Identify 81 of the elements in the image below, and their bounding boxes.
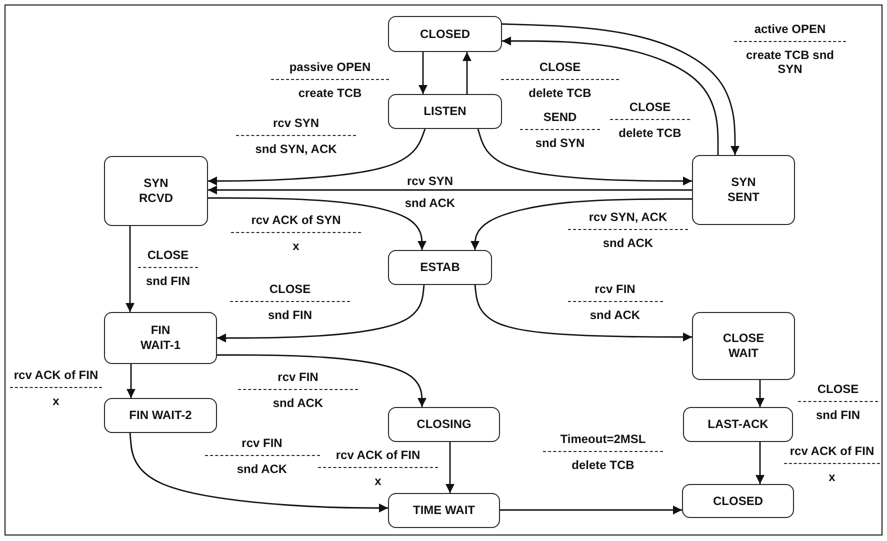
arrow xyxy=(208,186,692,194)
arrow xyxy=(418,52,428,94)
action-label: snd SYN xyxy=(535,136,585,150)
state-box xyxy=(388,493,500,528)
event-label: rcv SYN xyxy=(272,116,320,130)
state-box xyxy=(692,312,795,380)
arrow xyxy=(129,432,388,512)
arrow xyxy=(470,198,692,250)
state-box xyxy=(683,407,793,442)
event-label: rcv FIN xyxy=(242,436,282,450)
event-label: rcv ACK of SYN xyxy=(251,213,341,227)
event-label: rcv SYN, ACK xyxy=(588,210,668,224)
state-name: CLOSE WAIT xyxy=(722,331,766,361)
arrow xyxy=(217,284,425,342)
state-name: FIN WAIT-2 xyxy=(129,408,192,423)
event-label: rcv SYN xyxy=(406,174,454,188)
state-name: CLOSED xyxy=(420,26,470,42)
arrow xyxy=(217,354,426,407)
event-label: SEND xyxy=(543,110,577,124)
action-label: x xyxy=(828,470,836,484)
state-box xyxy=(104,156,208,226)
arrow xyxy=(208,197,426,250)
state-box xyxy=(104,312,217,364)
action-label: x xyxy=(52,394,60,408)
state-name: LAST-ACK xyxy=(708,417,768,432)
event-label: CLOSE xyxy=(817,382,859,396)
action-label: snd ACK xyxy=(590,308,640,322)
action-label: snd ACK xyxy=(236,462,288,476)
arrow xyxy=(126,364,136,398)
event-label: CLOSE xyxy=(629,100,671,114)
state-box xyxy=(388,94,502,129)
arrow xyxy=(756,442,764,484)
state-name: SYN SENT xyxy=(726,175,760,205)
event-label: CLOSE xyxy=(539,60,581,74)
event-label: rcv ACK of FIN xyxy=(790,444,874,458)
action-label: snd FIN xyxy=(816,408,860,422)
state-box xyxy=(388,16,502,52)
action-label: x xyxy=(292,239,300,253)
arrow xyxy=(500,506,682,514)
state-name: CLOSING xyxy=(416,417,472,432)
arrow xyxy=(502,23,740,155)
state-name: FIN WAIT-1 xyxy=(139,323,182,353)
state-box xyxy=(388,250,492,285)
state-box xyxy=(388,407,500,442)
action-label: delete TCB xyxy=(618,126,682,140)
action-label: snd ACK xyxy=(272,396,324,410)
state-name: ESTAB xyxy=(420,260,460,275)
event-label: passive OPEN xyxy=(289,60,371,74)
arrow xyxy=(208,128,426,186)
event-label: CLOSE xyxy=(147,248,189,262)
arrow xyxy=(474,284,692,342)
state-name: CLOSED xyxy=(712,494,763,508)
arrow xyxy=(462,52,472,94)
state-name: SYN RCVD xyxy=(138,176,174,206)
event-label: rcv FIN xyxy=(594,282,636,296)
state-box xyxy=(682,484,794,518)
action-label: snd FIN xyxy=(268,308,312,322)
state-name: TIME WAIT xyxy=(413,503,475,518)
state-name: LISTEN xyxy=(424,104,466,119)
action-label: delete TCB xyxy=(572,458,634,472)
state-box xyxy=(104,398,217,433)
action-label: snd SYN, ACK xyxy=(255,142,337,156)
event-label: CLOSE xyxy=(269,282,311,296)
action-label: snd FIN xyxy=(146,274,190,288)
event-label: rcv FIN xyxy=(278,370,318,384)
arrow xyxy=(477,128,692,186)
arrow xyxy=(446,442,454,493)
arrow xyxy=(502,36,719,155)
arrow xyxy=(756,380,764,407)
event-label: rcv ACK of FIN xyxy=(14,368,98,382)
action-label: create TCB snd SYN xyxy=(744,48,836,76)
event-label: Timeout=2MSL xyxy=(560,432,646,446)
action-label: delete TCB xyxy=(528,86,592,100)
action-label: x xyxy=(374,474,382,488)
arrow xyxy=(126,226,134,312)
action-label: create TCB xyxy=(298,86,362,100)
state-box xyxy=(692,155,795,225)
action-label: snd ACK xyxy=(602,236,654,250)
event-label: active OPEN xyxy=(754,22,826,36)
action-label: snd ACK xyxy=(404,196,456,210)
event-label: rcv ACK of FIN xyxy=(336,448,420,462)
